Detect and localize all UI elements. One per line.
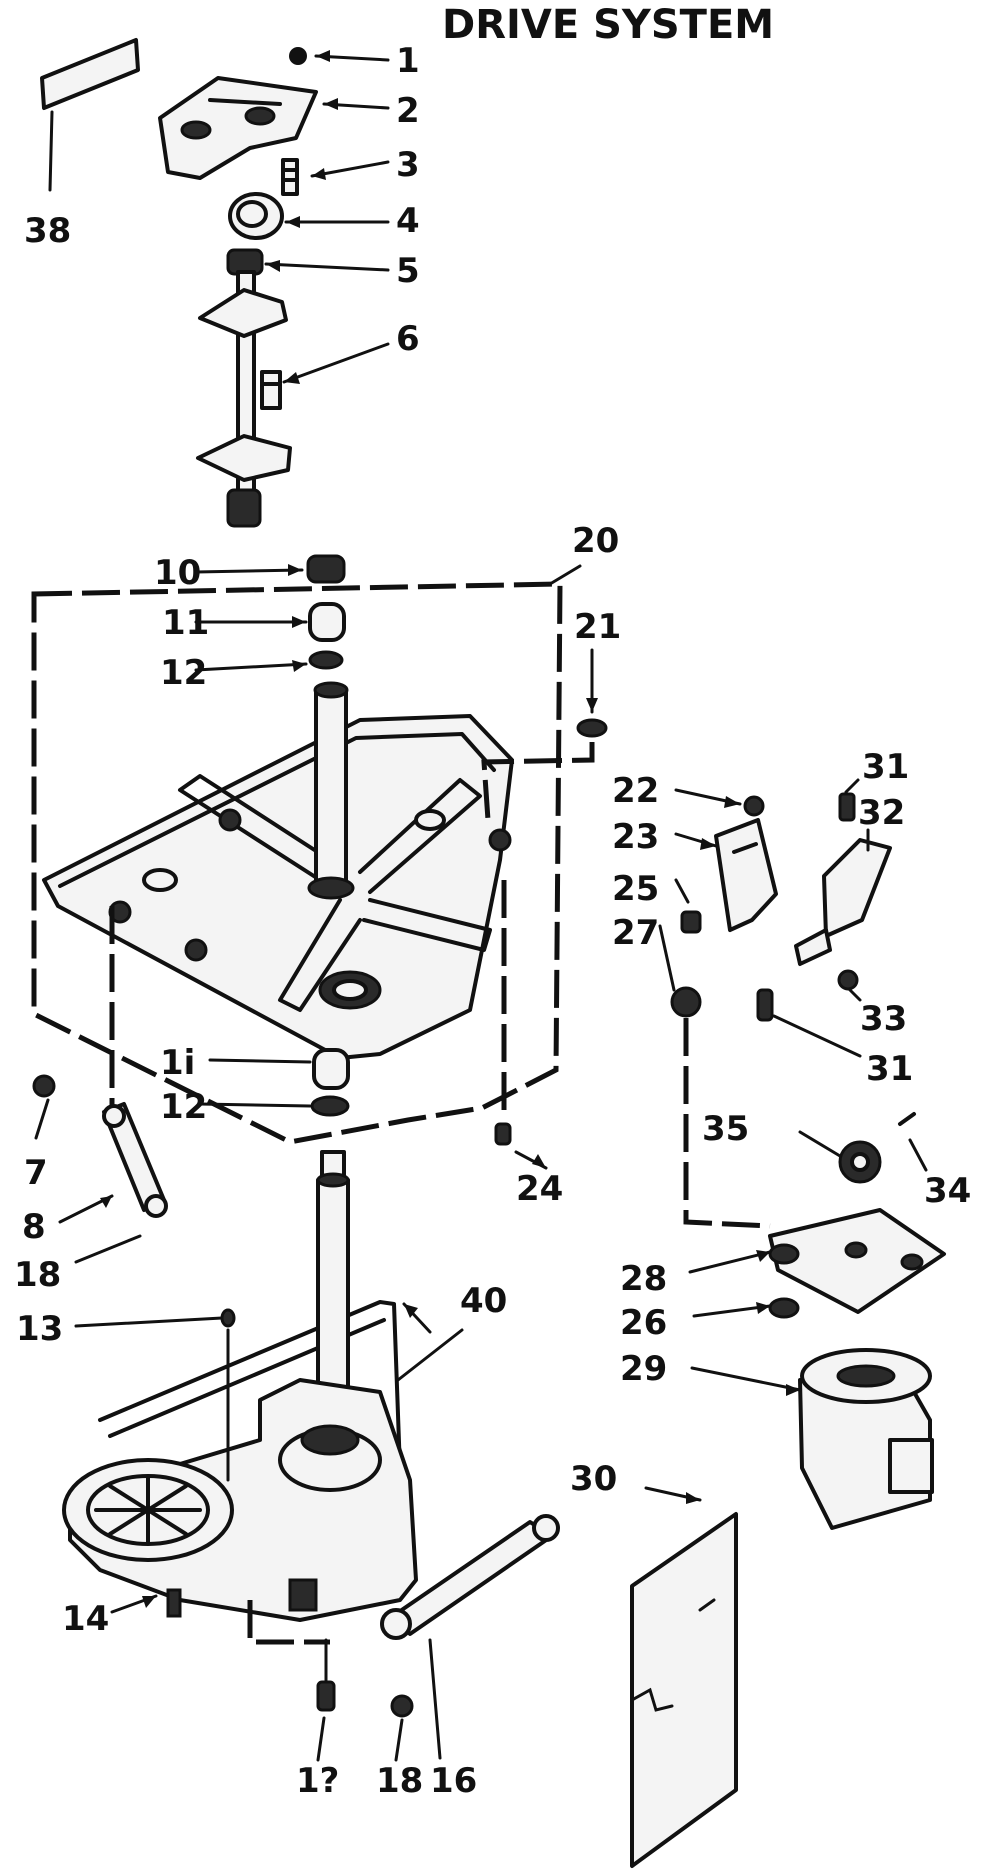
label-18-bottom: 18 [376,1761,423,1801]
assembly-20-boundary [31,581,563,1145]
part-13-bolt [220,1308,236,1328]
shaft-assembly [196,270,292,528]
part-11-bearing-top [308,602,346,642]
label-5: 5 [396,251,420,291]
label-34: 34 [924,1171,971,1211]
leader-lines [34,54,928,1762]
part-24-pin [494,1122,512,1146]
part-31-screw-bottom [756,988,774,1022]
label-17: 1? [296,1761,339,1801]
part-1-nut [289,47,307,65]
label-28: 28 [620,1259,667,1299]
diagram-title: DRIVE SYSTEM [442,2,774,48]
part-3-screw [281,158,299,196]
label-7: 7 [24,1153,48,1193]
part-8-link [102,1102,168,1218]
part-31-screw-top [838,792,856,822]
part-33-nut [837,969,859,991]
label-33: 33 [860,999,907,1039]
part-12-washer-bottom [310,1095,350,1117]
main-tube [307,681,355,900]
part-34-pin [898,1112,916,1126]
part-28-motor-mount [768,1208,946,1314]
label-13: 13 [16,1309,63,1349]
part-18-nut-bottom [390,1694,414,1718]
label-12-bottom: 12 [160,1087,207,1127]
label-35: 35 [702,1109,749,1149]
gearcase [62,1378,418,1645]
part-32-bracket [794,838,892,966]
base-plate [42,714,514,1060]
part-10-nut [306,554,346,584]
part-29-motor [798,1348,934,1530]
part-21-link [481,742,595,821]
part-27-bushing [670,986,702,1018]
part-12-washer-top [308,650,344,670]
part-25-clip [680,910,702,934]
part-6-screw [260,370,282,410]
label-11-bottom: 1i [160,1043,195,1083]
label-16: 16 [430,1761,477,1801]
label-1: 1 [396,41,420,81]
part-38-decal [40,38,140,192]
label-25: 25 [612,869,659,909]
part-labels: 1 2 3 4 5 6 38 10 11 12 20 21 22 23 25 2… [14,41,971,1801]
part-7-screw [32,1074,56,1098]
label-14: 14 [62,1599,109,1639]
label-2: 2 [396,91,420,131]
label-6: 6 [396,319,420,359]
label-31-top: 31 [862,747,909,787]
part-22-nut [743,795,765,817]
label-11-top: 11 [162,603,209,643]
part-23-bracket [714,818,778,932]
label-38: 38 [24,211,71,251]
part-21-clip [576,718,608,738]
label-8: 8 [22,1207,46,1247]
part-16-arm [380,1514,560,1640]
label-32: 32 [858,793,905,833]
part-30-panel [630,1512,738,1868]
label-30: 30 [570,1459,617,1499]
label-3: 3 [396,145,420,185]
label-26: 26 [620,1303,667,1343]
label-4: 4 [396,201,420,241]
part-4-bushing [228,192,284,240]
label-27: 27 [612,913,659,953]
arrowheads [100,50,800,1608]
label-29: 29 [620,1349,667,1389]
label-23: 23 [612,817,659,857]
part-17-screw [316,1638,336,1712]
label-40: 40 [460,1281,507,1321]
label-31-bottom: 31 [866,1049,913,1089]
label-10: 10 [154,553,201,593]
label-20: 20 [572,521,619,561]
label-22: 22 [612,771,659,811]
label-24: 24 [516,1169,563,1209]
part-26-washer [768,1297,800,1319]
part-35-pulley [838,1140,882,1184]
label-21: 21 [574,607,621,647]
part-11-bearing-bottom [312,1048,350,1090]
label-18-left: 18 [14,1255,61,1295]
label-12-top: 12 [160,653,207,693]
part-2-bracket [158,76,318,180]
part-27-link [683,1018,771,1229]
